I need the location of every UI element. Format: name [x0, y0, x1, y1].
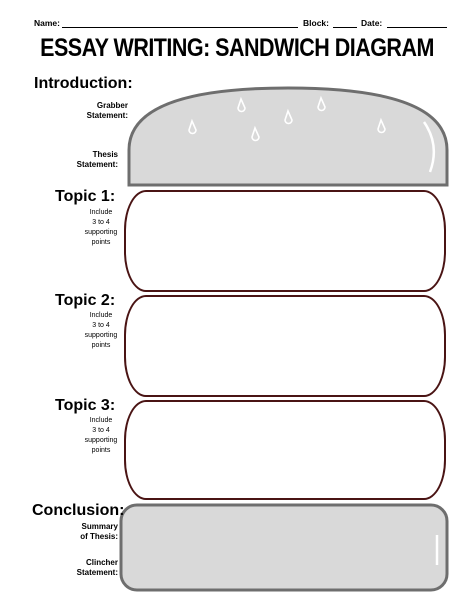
note-line: 3 to 4: [92, 219, 110, 226]
note-line: points: [91, 239, 111, 246]
sesame-seeds: [188, 95, 386, 142]
introduction-heading: Introduction:: [34, 75, 133, 92]
page-title: ESSAY WRITING: SANDWICH DIAGRAM: [40, 34, 434, 62]
topic-3-note: Include 3 to 4 supporting points: [71, 416, 131, 456]
topic-2-heading: Topic 2:: [55, 292, 116, 309]
topic-1-note: Include 3 to 4 supporting points: [71, 208, 131, 248]
block-label: Block:: [303, 18, 329, 28]
conclusion-heading: Conclusion:: [32, 502, 125, 519]
thesis-line2: Statement:: [76, 160, 118, 169]
note-line: supporting: [84, 332, 118, 339]
topic-3-heading: Topic 3:: [55, 397, 116, 414]
date-label: Date:: [361, 18, 383, 28]
name-line[interactable]: [62, 27, 298, 28]
name-label: Name:: [34, 18, 60, 28]
thesis-label: Thesis Statement:: [50, 150, 118, 170]
note-line: 3 to 4: [92, 322, 110, 329]
grabber-line1: Grabber: [96, 101, 128, 110]
grabber-label: Grabber Statement:: [60, 101, 128, 121]
note-line: supporting: [84, 437, 118, 444]
topic-3-box[interactable]: [124, 400, 446, 500]
note-line: Include: [89, 209, 113, 216]
clincher-line1: Clincher: [85, 558, 118, 567]
topic-2-note: Include 3 to 4 supporting points: [71, 311, 131, 351]
topic-1-box[interactable]: [124, 190, 446, 292]
block-line[interactable]: [333, 27, 357, 28]
thesis-line1: Thesis: [92, 150, 118, 159]
bottom-bun[interactable]: [119, 503, 449, 592]
note-line: points: [91, 342, 111, 349]
top-bun[interactable]: [127, 86, 449, 187]
note-line: Include: [89, 312, 113, 319]
note-line: 3 to 4: [92, 427, 110, 434]
summary-line1: Summary: [81, 522, 118, 531]
grabber-line2: Statement:: [86, 111, 128, 120]
note-line: Include: [89, 417, 113, 424]
topic-1-heading: Topic 1:: [55, 188, 116, 205]
summary-label: Summary of Thesis:: [50, 522, 118, 542]
date-line[interactable]: [387, 27, 447, 28]
summary-line2: of Thesis:: [80, 532, 118, 541]
clincher-label: Clincher Statement:: [50, 558, 118, 578]
clincher-line2: Statement:: [76, 568, 118, 577]
note-line: points: [91, 447, 111, 454]
note-line: supporting: [84, 229, 118, 236]
topic-2-box[interactable]: [124, 295, 446, 397]
